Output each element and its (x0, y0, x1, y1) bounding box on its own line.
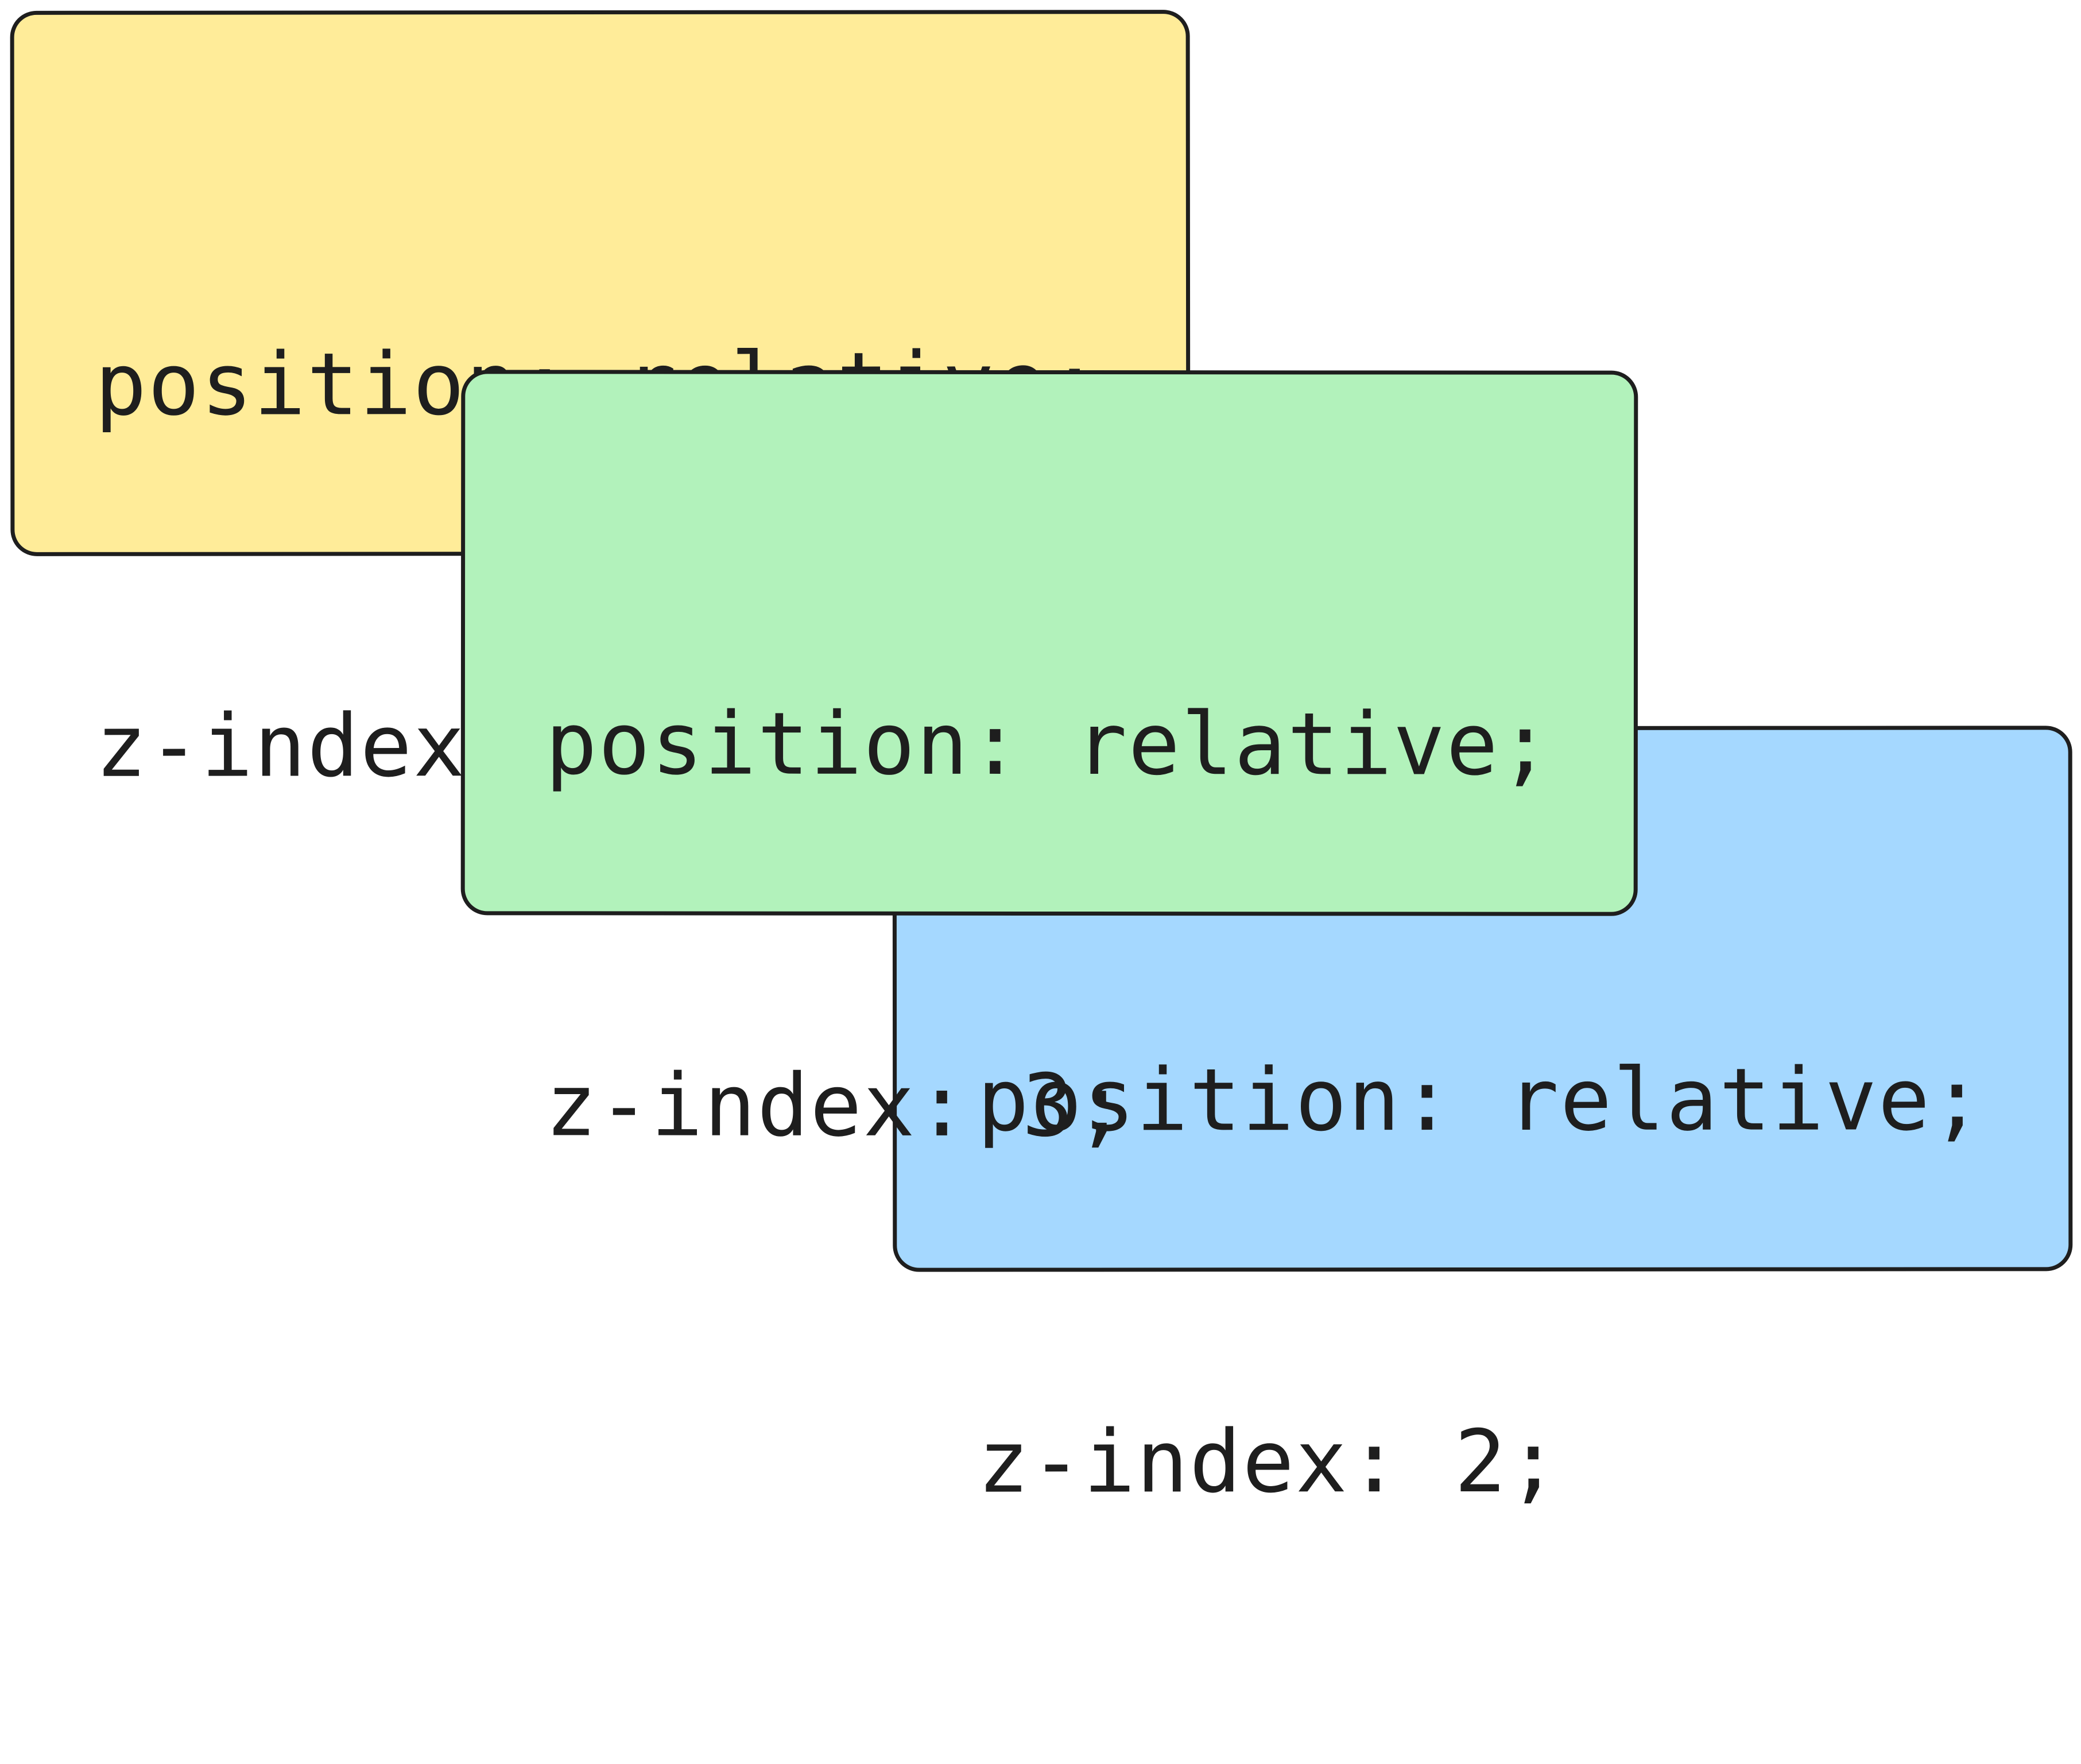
code-block: position: relative; z-index: 3; (545, 443, 1552, 1408)
code-line-z-index: z-index: 2; (977, 1412, 1561, 1513)
code-line-position: position: relative; (545, 694, 1552, 795)
box-z-index-3: position: relative; z-index: 3; (460, 370, 1638, 1156)
diagram-canvas: position: relative; z-index: 1; position… (10, 10, 2073, 1513)
code-line-z-index: z-index: 3; (545, 1056, 1128, 1157)
